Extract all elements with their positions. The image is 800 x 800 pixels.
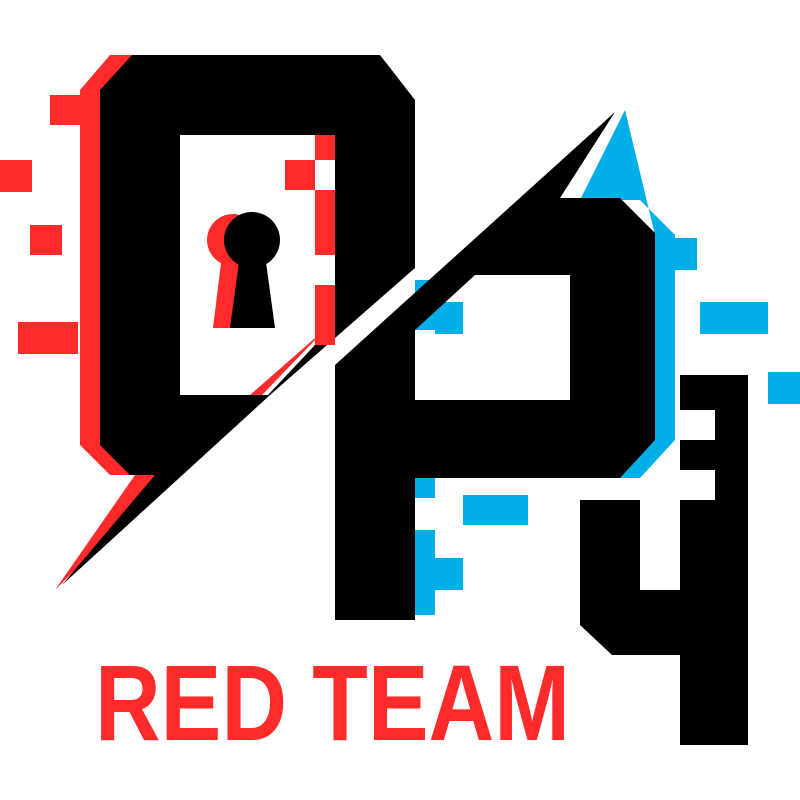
glitch-gap — [315, 160, 335, 190]
tagline-red-team: RED TEAM — [95, 642, 570, 763]
glitch-gap — [315, 255, 335, 285]
numeral-4 — [580, 375, 748, 745]
keyhole-icon — [207, 212, 280, 328]
letter-p — [335, 112, 655, 620]
